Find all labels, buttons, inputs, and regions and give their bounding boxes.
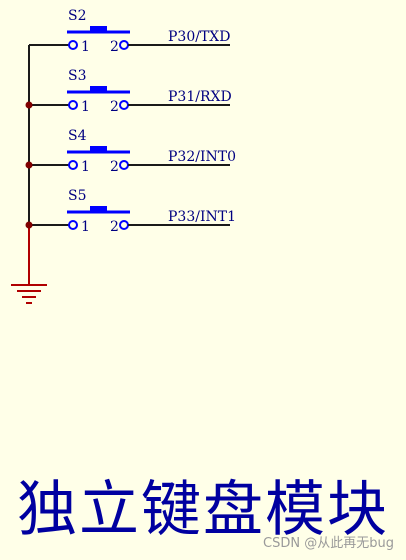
ground-symbol (11, 284, 47, 304)
junction-dot (25, 221, 33, 229)
net-label: P30/TXD (168, 29, 230, 45)
pin-1-label: 1 (81, 39, 90, 55)
switch-ref: S3 (68, 68, 87, 84)
junction-dot (25, 161, 33, 169)
switch-ref: S2 (68, 8, 87, 24)
junction-dot (25, 101, 33, 109)
pin-1-label: 1 (81, 99, 90, 115)
pin-2-terminal (119, 40, 129, 50)
pin-1-label: 1 (81, 219, 90, 235)
switch-ref: S4 (68, 128, 87, 144)
pin-2-label: 2 (110, 219, 119, 235)
net-label: P31/RXD (168, 89, 232, 105)
pin-2-terminal (119, 100, 129, 110)
pin-1-label: 1 (81, 159, 90, 175)
switch-plunger (90, 86, 107, 92)
pin-2-terminal (119, 160, 129, 170)
pin-1-terminal (68, 160, 78, 170)
switch-plunger (90, 26, 107, 32)
push-button-s4: S4 1 2 P32/INT0 (29, 128, 236, 175)
push-button-s5: S5 1 2 P33/INT1 (29, 188, 236, 235)
switch-ref: S5 (68, 188, 87, 204)
switch-plunger (90, 206, 107, 212)
diagram-title: 独立键盘模块 (17, 475, 389, 545)
net-label: P33/INT1 (168, 209, 236, 225)
pin-1-terminal (68, 40, 78, 50)
push-button-s3: S3 1 2 P31/RXD (29, 68, 232, 115)
watermark: CSDN @从此再无bug (263, 536, 394, 551)
pin-2-terminal (119, 220, 129, 230)
pin-2-label: 2 (110, 99, 119, 115)
push-button-s2: S2 1 2 P30/TXD (29, 8, 230, 55)
pin-2-label: 2 (110, 159, 119, 175)
schematic: S2 1 2 P30/TXD S3 1 2 P31/RXD S4 1 2 P32… (11, 8, 236, 304)
pin-1-terminal (68, 220, 78, 230)
switch-plunger (90, 146, 107, 152)
net-label: P32/INT0 (168, 149, 236, 165)
pin-1-terminal (68, 100, 78, 110)
pin-2-label: 2 (110, 39, 119, 55)
